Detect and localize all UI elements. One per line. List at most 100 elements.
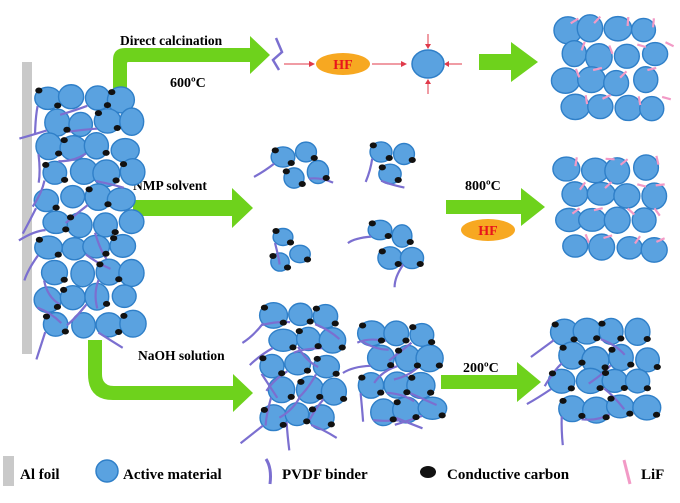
pvdf-binder-strand [68, 127, 98, 133]
active-particle [42, 160, 68, 185]
conductive-carbon-dot [282, 168, 290, 175]
active-particle [111, 284, 137, 309]
route-nmp-solvent-label: NMP solvent [133, 178, 207, 193]
legend-active-material-label: Active material [123, 467, 222, 483]
conductive-carbon-dot [607, 395, 615, 402]
legend-al-foil-swatch [3, 456, 14, 486]
200c-product [526, 317, 662, 446]
nmp-fragment-4 [347, 219, 425, 288]
pvdf-binder-strand [260, 373, 279, 399]
conductive-carbon-dot [54, 102, 62, 109]
conductive-carbon-dot [53, 303, 62, 310]
lif-deposit [574, 157, 578, 167]
active-particle [577, 207, 607, 232]
legend-pvdf-binder-label: PVDF binder [282, 467, 368, 483]
lif-deposit [593, 15, 602, 24]
conductive-carbon-dot [316, 393, 324, 400]
conductive-carbon-dot [279, 319, 287, 326]
route-arrow-naoh-solution [88, 340, 253, 412]
pvdf-binder-strand [95, 180, 125, 189]
conductive-carbon-dot [617, 335, 625, 342]
conductive-carbon-dot [596, 385, 604, 392]
lif-deposit [584, 95, 589, 105]
pvdf-binder-strand [347, 235, 372, 245]
pvdf-binder-strand [93, 232, 108, 260]
lif-deposit [580, 41, 586, 51]
pvdf-binder-strand [310, 423, 338, 439]
active-particle [635, 347, 661, 373]
thin-arrow-head-4 [425, 79, 431, 84]
al-foil-plate [22, 62, 32, 354]
conductive-carbon-dot [54, 251, 62, 258]
pvdf-binder-strand [37, 153, 41, 183]
conductive-carbon-dot [303, 367, 312, 374]
lif-deposit [592, 66, 603, 72]
conductive-carbon-dot [559, 397, 567, 404]
legend-pvdf-binder-swatch [264, 458, 272, 485]
active-particle [68, 111, 94, 138]
pvdf-binder-strand [278, 396, 301, 419]
conductive-carbon-dot [113, 125, 121, 132]
conductive-carbon-dot [62, 226, 70, 233]
lif-deposit [626, 17, 630, 27]
conductive-carbon-dot [61, 176, 69, 183]
pvdf-binder-strand [314, 323, 341, 340]
conductive-carbon-dot [653, 364, 661, 371]
conductive-carbon-dot [570, 336, 578, 343]
route-arrow-calcined [479, 42, 538, 82]
pvdf-binder-strand [298, 373, 317, 399]
pvdf-binder-strand [273, 242, 281, 265]
lif-deposit [602, 93, 612, 100]
conductive-carbon-dot [260, 304, 269, 311]
conductive-carbon-dot [283, 264, 292, 271]
conductive-carbon-dot [35, 87, 43, 94]
route-arrow-800c [446, 188, 545, 226]
pvdf-binder-strand [36, 306, 63, 324]
pvdf-binder-strand [59, 104, 88, 116]
active-particle [613, 183, 641, 209]
pvdf-binder-strand [18, 229, 46, 242]
conductive-carbon-dot [35, 236, 44, 243]
conductive-carbon-dot [384, 233, 392, 240]
lif-deposit [665, 41, 675, 48]
conductive-carbon-dot [331, 320, 339, 327]
conductive-carbon-dot [313, 355, 321, 362]
conductive-carbon-dot [377, 389, 385, 396]
conductive-carbon-dot [60, 276, 68, 283]
conductive-carbon-dot [332, 370, 340, 377]
conductive-carbon-dot [394, 261, 402, 268]
lif-deposit [634, 235, 642, 245]
pvdf-binder-strand [526, 388, 552, 406]
active-particle-isolated [411, 49, 445, 79]
conductive-carbon-dot [327, 421, 335, 428]
conductive-carbon-dot [42, 313, 51, 320]
active-particle [409, 322, 435, 348]
direct-calcination-product [550, 14, 675, 122]
conductive-carbon-dot [303, 256, 312, 263]
nmp-fragment-2 [364, 141, 416, 189]
active-particle [109, 233, 137, 258]
conductive-carbon-dot [412, 414, 420, 421]
lif-deposit [571, 207, 581, 215]
pvdf-binder-strand [33, 105, 39, 135]
conductive-carbon-dot [368, 220, 376, 227]
particle-clusters [18, 14, 675, 451]
pvdf-binder-strand [588, 364, 612, 385]
lif-deposit [570, 17, 579, 25]
conductive-carbon-dot [108, 89, 116, 96]
conductive-carbon-dot [567, 385, 575, 392]
route-naoh-solution-temperature: 200ºC [463, 361, 499, 376]
route-direct-calcination-temperature: 600ºC [170, 76, 206, 91]
conductive-carbon-dot [409, 324, 417, 331]
route-arrow-200c [441, 362, 541, 402]
active-particle [613, 43, 640, 69]
conductive-carbon-dot [94, 110, 103, 117]
conductive-carbon-dot [427, 389, 435, 396]
lif-deposit [653, 207, 661, 217]
conductive-carbon-dot [435, 362, 443, 369]
pvdf-binder-strand [530, 339, 555, 358]
lif-deposit [655, 155, 660, 165]
conductive-carbon-dot [406, 239, 414, 246]
